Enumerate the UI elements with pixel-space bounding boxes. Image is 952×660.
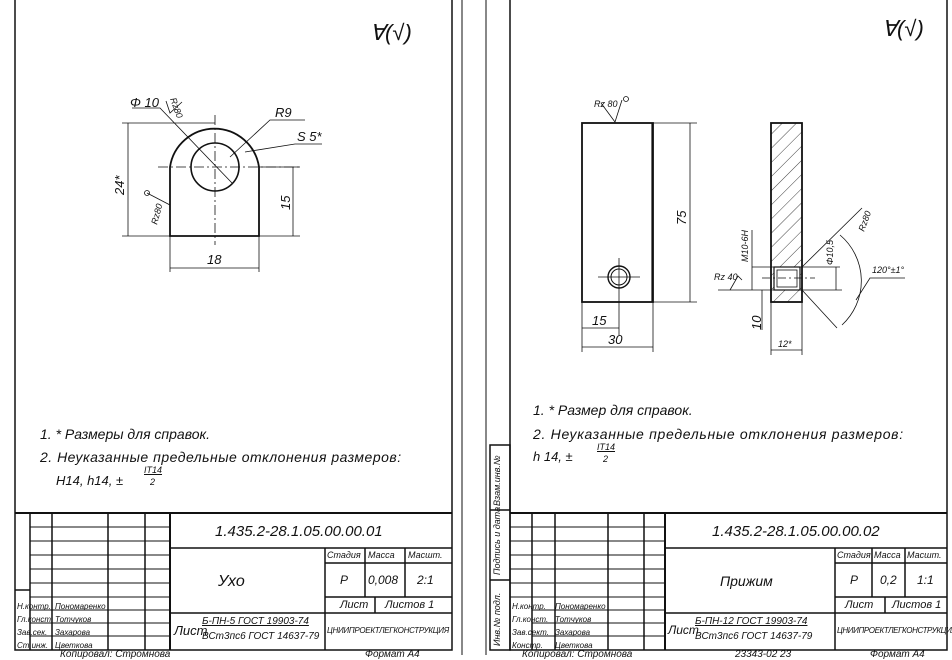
organization: ЦНИИПРОЕКТЛЕГКОНСТРУКЦИЯ [327,626,449,635]
scale-value: 2:1 [417,573,434,587]
stage-header: Стадия [327,550,361,560]
signer-name: Пономаренко [55,602,106,611]
signer-role: Гл.конст. [17,615,54,624]
designation: 1.435.2-28.1.05.00.00.02 [712,523,880,540]
scale-header: Масшт. [907,550,942,560]
signer-name: Тотчуков [555,615,592,624]
material-prefix: Лист [174,623,208,638]
footer-format: Формат А4 [365,649,420,660]
right-title-block [510,512,947,650]
signer-role: Ст.инж. [17,641,49,650]
dim-thread: М10-6Н [740,229,750,262]
material-steel: ВСт3пс6 ГОСТ 14637-79 [202,631,320,642]
part-name: Прижим [720,573,773,589]
signer-name: Цветкова [55,641,93,650]
signer-name: Тотчуков [55,615,92,624]
note-1: 1. * Размер для справок. [533,402,693,418]
roughness-mark-icon: ∀(√) [882,16,924,41]
dim-chamfer-dia: Φ10,5 [825,239,835,265]
sheet-label: Лист [340,599,369,611]
signer-role: Гл.конст. [512,615,549,624]
clamp-part-drawing [581,96,905,355]
mass-header: Масса [368,550,395,560]
organization: ЦНИИПРОЕКТЛЕГКОНСТРУКЦИЯ [837,626,952,635]
mass-value: 0,008 [368,573,399,587]
scale-header: Масшт. [408,550,443,560]
note-1: 1. * Размеры для справок. [40,426,210,442]
note-it-denominator: 2 [150,477,156,487]
note-2: 2. Неуказанные предельные отклонения раз… [533,426,904,442]
footer-copied: Копировал: Стромнова [522,649,633,660]
dim-depth: 10 [749,315,764,330]
material-steel: ВСт3пс6 ГОСТ 14637-79 [695,631,813,642]
dim-rz-thread: Rz 40 [714,272,738,282]
dim-rz-chamfer: Rz80 [856,210,873,233]
right-sheet-frame [509,0,948,651]
left-sheet-frame [14,0,453,651]
signer-role: Н.контр. [512,602,546,611]
note-it-denominator: 2 [603,454,609,464]
dim-rz-hole: Rz80 [168,96,185,119]
left-title-block [15,512,452,650]
note-2-tolerance: h 14, ± [533,449,573,464]
side-stamp-signature: Подпись и дата [492,506,502,575]
signer-name: Цветкова [555,641,593,650]
dim-rz-top: Rz 80 [594,99,618,109]
designation: 1.435.2-28.1.05.00.00.01 [215,523,383,540]
signers: Н.контр. Пономаренко Гл.конст.Тотчуков За… [17,600,106,652]
roughness-mark-icon: ∀(√) [370,20,412,45]
material-sheet: Б-ПН-12 ГОСТ 19903-74 [695,616,808,627]
dim-angle: 120°±1° [872,265,905,275]
sheets-label: Листов 1 [892,599,942,611]
scale-value: 1:1 [917,573,934,587]
dim-half-height: 15 [278,195,293,210]
footer-copied: Копировал: Стромнова [60,649,171,660]
dim-thickness: S 5* [297,129,323,144]
sheets-label: Листов 1 [385,599,435,611]
material-sheet: Б-ПН-5 ГОСТ 19903-74 [202,616,309,627]
dim-thickness: 12* [778,339,792,349]
material-prefix: Лист [668,623,699,637]
stage-value: Р [340,573,349,587]
side-stamp-inventory: Инв.№ подл. [492,592,502,646]
signer-name: Пономаренко [555,602,606,611]
stage-header: Стадия [837,550,871,560]
signer-role: Н.контр. [17,602,51,611]
signer-role: Констр. [512,641,543,650]
footer-code: 23343-02 23 [735,649,792,660]
dim-height: 24* [112,175,127,196]
signer-role: Зав.сек. [17,628,48,637]
signer-name: Захарова [55,628,91,637]
stage-value: Р [850,573,859,587]
dim-width: 30 [608,332,623,347]
note-it-numerator: IT14 [144,465,163,475]
dim-radius: R9 [275,105,292,120]
note-2-tolerance: H14, h14, ± [56,473,124,488]
dim-hole-diameter: Φ 10 [130,95,160,110]
dim-length: 75 [674,210,689,225]
side-stamp-replace: Взам.инв.№ [492,455,502,506]
mass-value: 0,2 [880,573,897,587]
ear-part-drawing [122,100,322,272]
note-2: 2. Неуказанные предельные отклонения раз… [40,449,402,465]
dim-rz-side: Rz80 [149,203,164,226]
signer-name: Захарова [555,628,591,637]
part-name: Ухо [218,573,245,590]
signer-role: Зав.сект. [512,628,549,637]
dim-hole-pos: 15 [592,313,607,328]
footer-format: Формат А4 [870,649,925,660]
sheet-label: Лист [845,599,874,611]
mass-header: Масса [874,550,901,560]
signers: Н.контр. Пономаренко Гл.конст. Тотчуков За… [512,600,606,652]
dim-width: 18 [207,252,222,267]
note-it-numerator: IT14 [597,442,616,452]
